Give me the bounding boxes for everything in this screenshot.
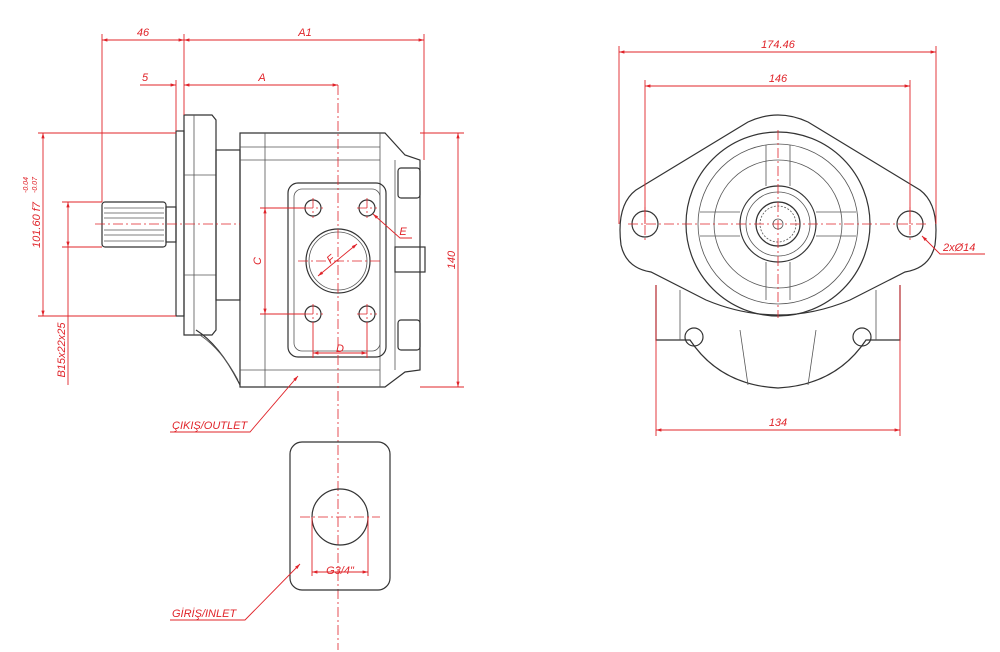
mounting-flange-front [619, 114, 937, 316]
rear-boss [394, 246, 426, 273]
inlet-port-plate [289, 441, 391, 591]
body-bolt-top [397, 167, 421, 199]
shaft-collar [165, 206, 177, 243]
dim-pilot-diameter: 101.60 f7 [31, 201, 43, 248]
body-hole [684, 327, 704, 347]
inlet-view: G3/4" GİRİŞ/INLET [170, 441, 391, 621]
body-hole [852, 327, 872, 347]
dim-body-width: 134 [769, 417, 787, 429]
dim-spline: B15x22x25 [56, 322, 68, 378]
dim-offset: 5 [142, 72, 149, 84]
body-bolt-bottom [397, 319, 421, 351]
dim-shaft-length: 46 [137, 27, 150, 39]
outlet-label: ÇIKIŞ/OUTLET [172, 420, 248, 432]
side-view: 46 A1 5 A 101.60 f7 -0.04 -0.07 B15x22x2… [23, 27, 464, 650]
dim-f: F [325, 252, 339, 266]
dim-e: E [399, 226, 407, 238]
dim-pilot-tol-lower: -0.07 [32, 176, 39, 193]
outlet-port-plate [287, 182, 387, 358]
dim-mounting-holes: 2xØ14 [942, 242, 975, 254]
dim-c: C [252, 257, 264, 265]
dim-hole-spacing: 146 [769, 73, 788, 85]
pump-body-front [655, 285, 901, 389]
dim-d: D [336, 343, 344, 355]
dim-overall-width: 174.46 [761, 39, 796, 51]
dim-a: A [257, 72, 265, 84]
front-view: 174.46 146 134 2xØ14 [618, 39, 985, 436]
port-thread: G3/4" [326, 565, 355, 577]
dim-pilot-tol-upper: -0.04 [23, 177, 30, 193]
pilot-face [175, 130, 185, 317]
mounting-flange [183, 114, 217, 336]
splined-shaft [101, 201, 167, 248]
dim-a1: A1 [297, 27, 311, 39]
flange-hub [215, 149, 241, 301]
inlet-label: GİRİŞ/INLET [172, 608, 237, 620]
dim-height: 140 [446, 250, 458, 269]
